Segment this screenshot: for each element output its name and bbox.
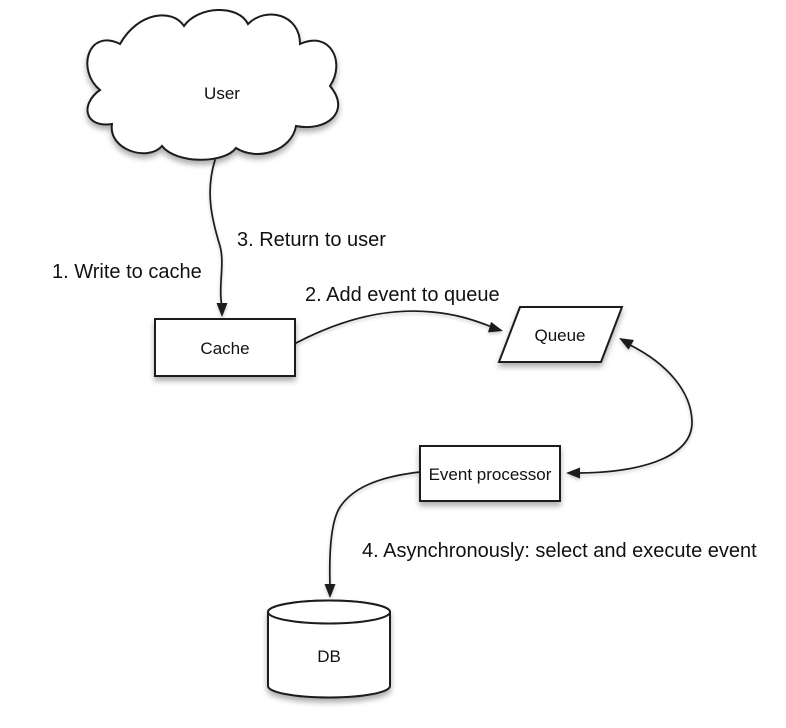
step2-label: 2. Add event to queue (305, 284, 500, 306)
user-cloud-node: User (86, 9, 340, 161)
db-node: DB (267, 599, 391, 699)
arrowhead-into-cache (216, 303, 228, 317)
step4-label: 4. Asynchronously: select and execute ev… (362, 540, 757, 562)
queue-parallelogram (497, 306, 624, 363)
step3-label: 3. Return to user (237, 229, 386, 251)
user-label: User (204, 84, 240, 103)
arrowhead-into-queue (488, 321, 503, 333)
cloud-shape (86, 9, 340, 161)
db-cylinder-top (267, 599, 391, 625)
arrow-user-to-cache (209, 159, 228, 317)
arrow-event-processor-to-db (324, 471, 421, 598)
queue-label: Queue (534, 326, 585, 345)
db-label: DB (317, 647, 341, 666)
queue-node: Queue (497, 306, 624, 363)
step1-label: 1. Write to cache (52, 261, 202, 283)
event-processor-label: Event processor (429, 465, 552, 484)
arrow-queue-event-processor-bidirectional (566, 338, 693, 479)
cache-node: Cache (154, 318, 296, 377)
arrow-cache-to-queue (295, 310, 503, 344)
cache-label: Cache (200, 339, 249, 358)
event-processor-node: Event processor (419, 445, 561, 502)
arrowhead-into-db (324, 584, 336, 598)
arrowhead-into-queue-right (619, 338, 634, 350)
arrowhead-into-event-processor (566, 467, 580, 479)
event-processor-box (419, 445, 561, 502)
cache-box (154, 318, 296, 377)
